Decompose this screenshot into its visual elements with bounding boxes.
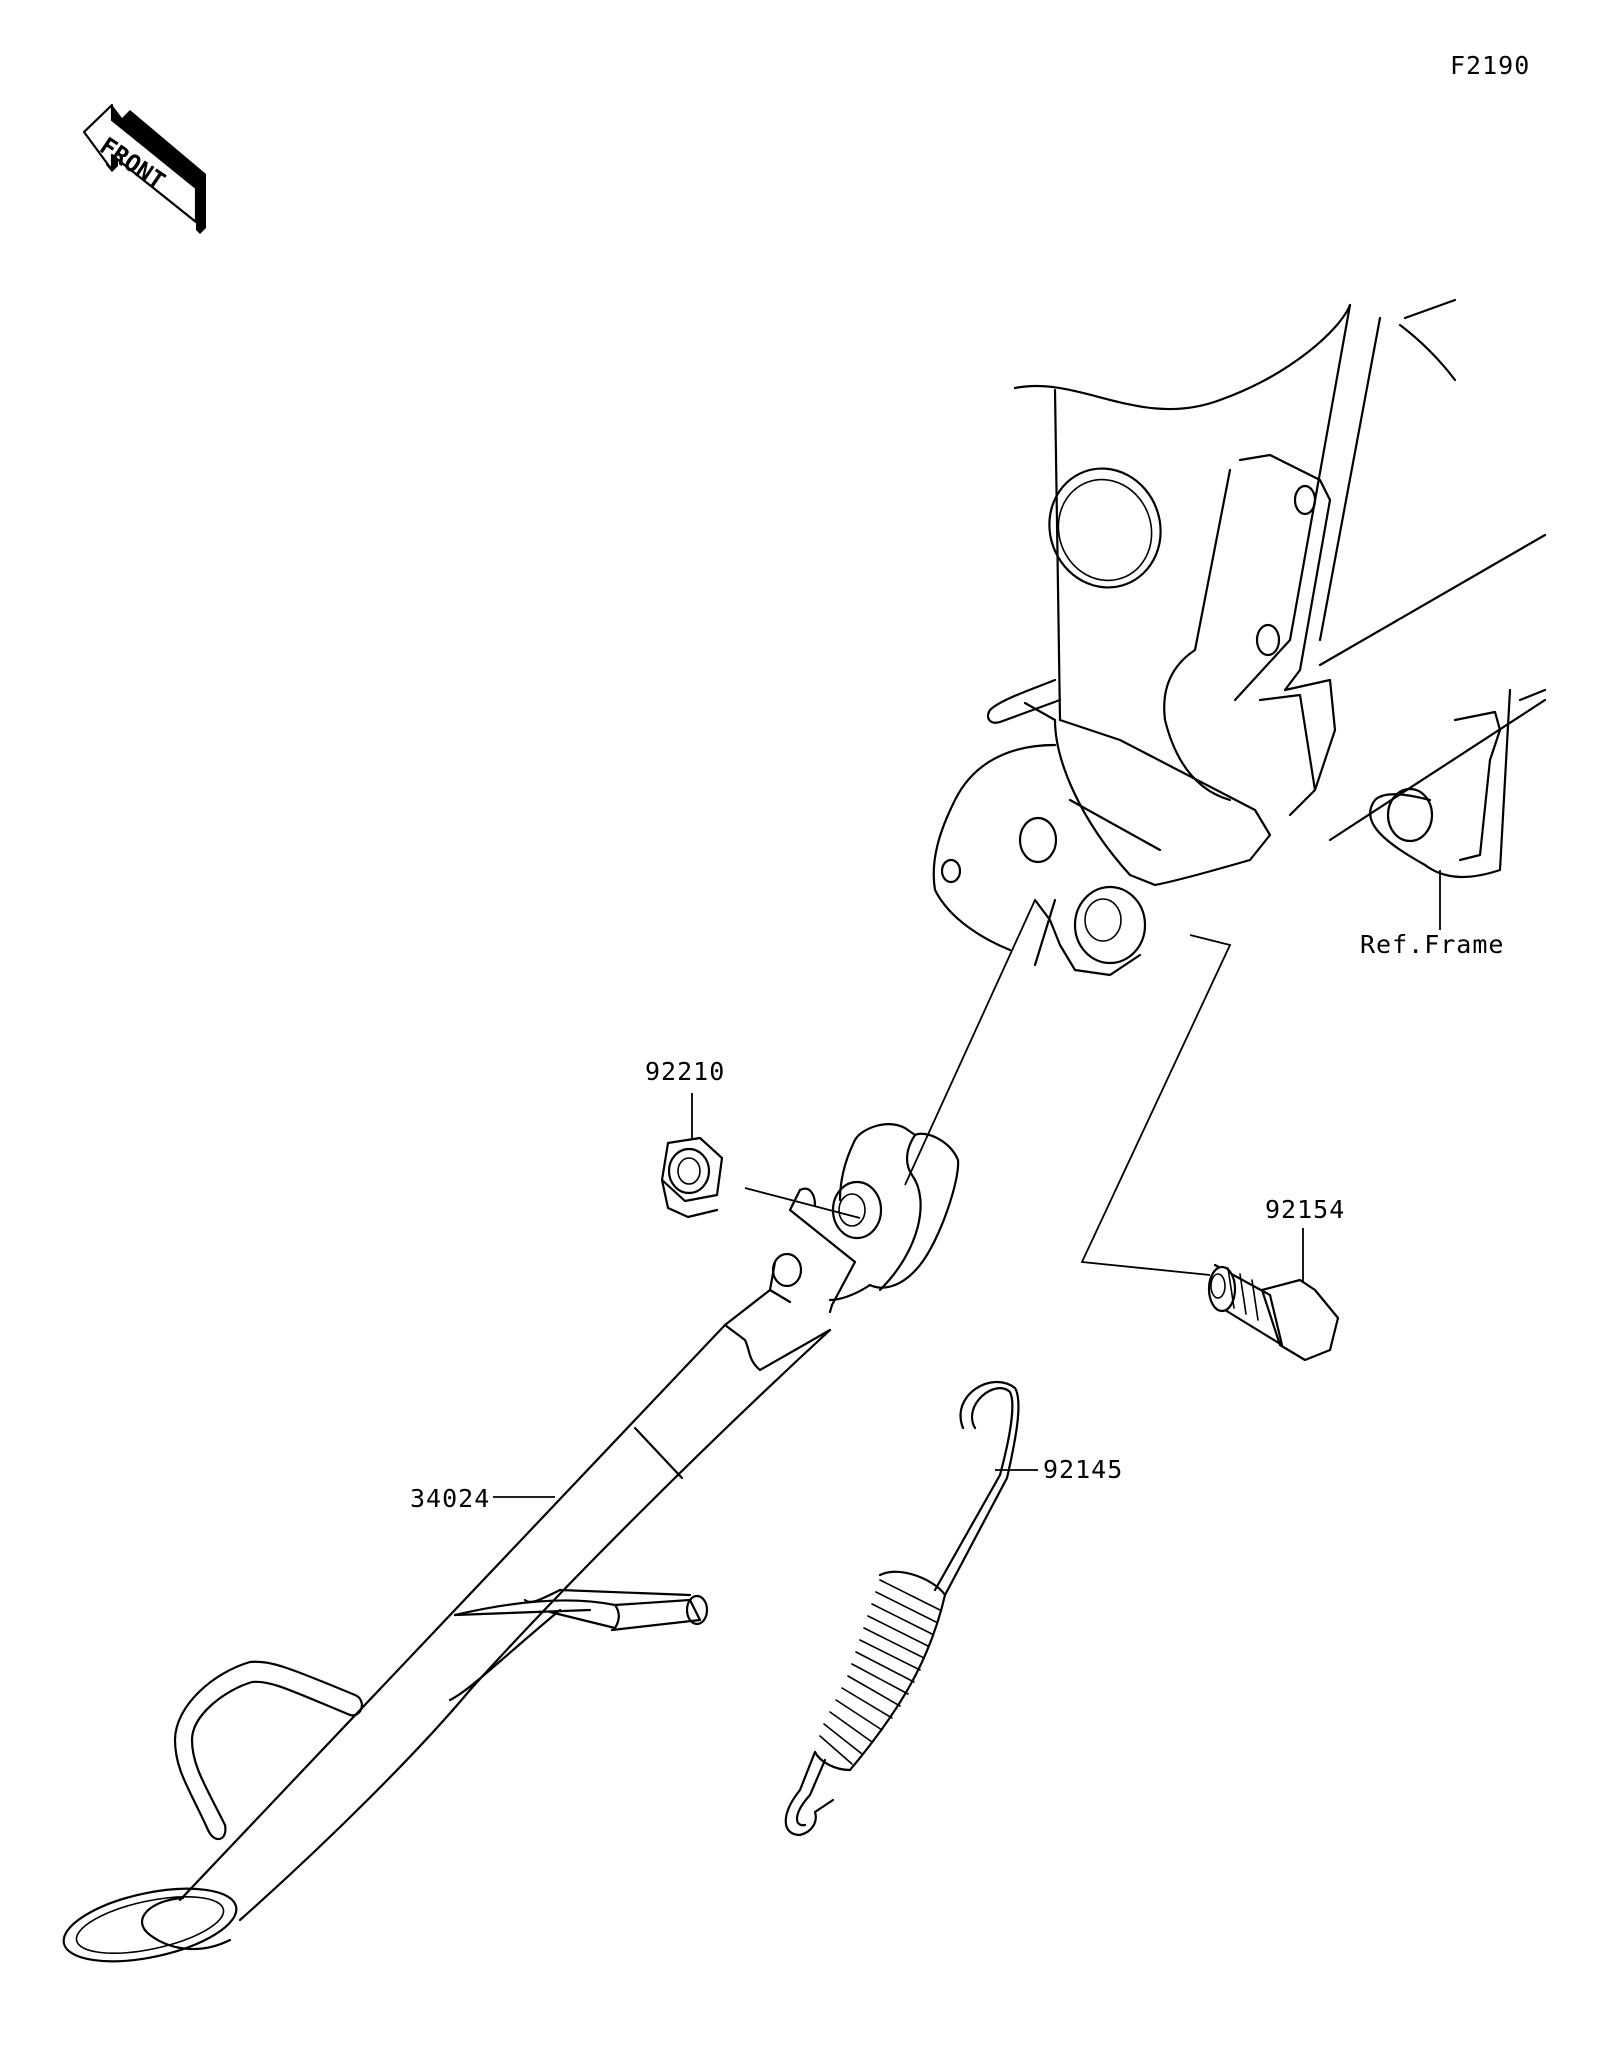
label-bolt: 92154 (1265, 1195, 1345, 1224)
front-direction-arrow-icon: FRONT (82, 103, 206, 234)
label-ref-frame: Ref.Frame (1360, 930, 1504, 959)
nut-axis-line (744, 1187, 861, 1219)
assembly-guide-lines (904, 899, 1232, 1276)
spring-part (784, 1381, 1020, 1837)
bolt-part (1207, 1263, 1340, 1362)
label-nut: 92210 (645, 1057, 725, 1086)
nut-part (660, 1136, 724, 1219)
frame-reference (932, 298, 1547, 977)
label-spring: 92145 (1043, 1455, 1123, 1484)
label-side-stand: 34024 (410, 1484, 490, 1513)
figure-code: F2190 (1450, 51, 1530, 80)
side-stand-part (62, 1123, 960, 1963)
